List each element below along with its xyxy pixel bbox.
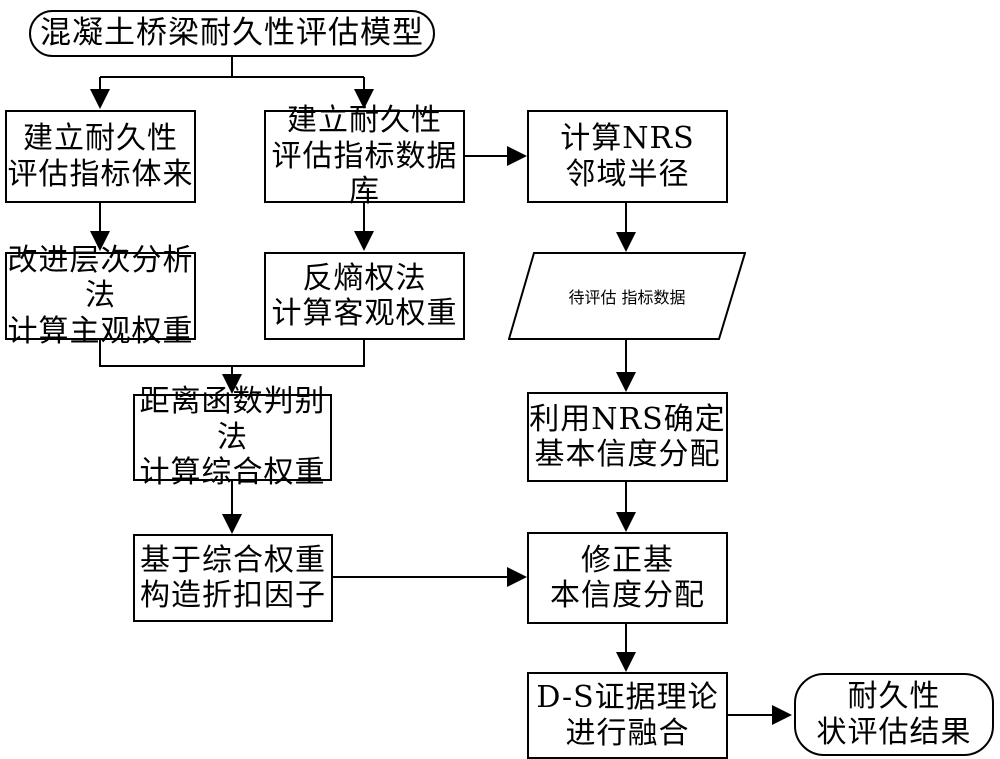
connector-title-split — [100, 57, 364, 78]
process-compute-nrs-radius-label: 计算NRS 邻域半径 — [560, 121, 695, 192]
process-discount-factor-label: 基于综合权重 构造折扣因子 — [140, 542, 326, 613]
input-data-to-evaluate: 待评估 指标数据 — [508, 252, 746, 340]
process-anti-entropy-objective-label: 反熵权法 计算客观权重 — [271, 260, 458, 331]
title-node: 混凝土桥梁耐久性评估模型 — [29, 10, 435, 57]
process-revise-basic-belief: 修正基 本信度分配 — [527, 532, 728, 624]
process-ahp-subjective-label: 改进层次分析法 计算主观权重 — [7, 242, 194, 349]
process-build-database: 建立耐久性 评估指标数据库 — [264, 103, 465, 209]
process-compute-nrs-radius: 计算NRS 邻域半径 — [527, 110, 728, 203]
process-revise-basic-belief-label: 修正基 本信度分配 — [550, 542, 705, 613]
process-anti-entropy-objective: 反熵权法 计算客观权重 — [264, 252, 465, 340]
process-ahp-subjective: 改进层次分析法 计算主观权重 — [5, 243, 196, 349]
result-node-label: 耐久性 状评估结果 — [816, 679, 972, 750]
input-data-to-evaluate-label: 待评估 指标数据 — [568, 288, 686, 307]
process-ds-fusion: D-S证据理论 进行融合 — [527, 672, 728, 759]
process-build-index-system: 建立耐久性 评估指标体来 — [5, 110, 196, 203]
process-distance-function: 距离函数判别法 计算综合权重 — [133, 384, 332, 490]
process-discount-factor: 基于综合权重 构造折扣因子 — [133, 534, 333, 622]
process-nrs-basic-belief: 利用NRS确定 基本信度分配 — [527, 392, 728, 482]
process-build-database-label: 建立耐久性 评估指标数据库 — [271, 103, 458, 210]
process-build-index-system-label: 建立耐久性 评估指标体来 — [7, 121, 194, 192]
process-distance-function-label: 距离函数判别法 计算综合权重 — [139, 384, 326, 491]
title-node-label: 混凝土桥梁耐久性评估模型 — [40, 15, 424, 52]
process-nrs-basic-belief-label: 利用NRS确定 基本信度分配 — [529, 401, 726, 472]
process-ds-fusion-label: D-S证据理论 进行融合 — [536, 680, 719, 751]
input-data-to-evaluate-text-wrap: 待评估 指标数据 — [508, 252, 746, 340]
input-parallelogram-shape — [508, 252, 746, 340]
result-node: 耐久性 状评估结果 — [794, 673, 994, 756]
